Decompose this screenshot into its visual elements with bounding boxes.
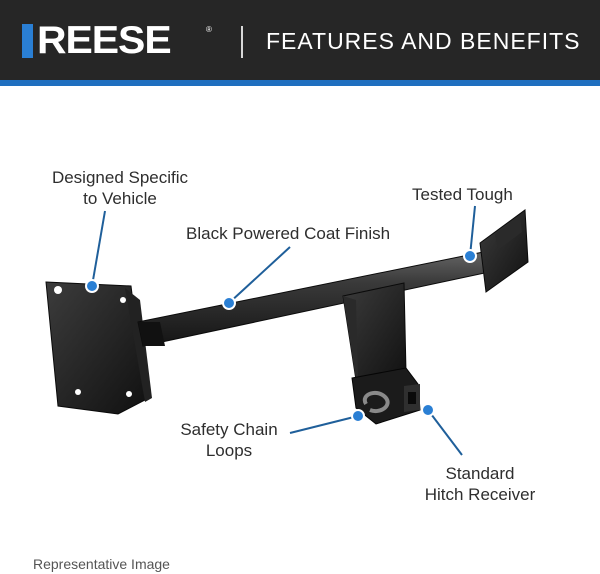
callout-dot-designed [85, 279, 99, 293]
callout-dot-finish [222, 296, 236, 310]
logo-bar-icon [22, 24, 33, 58]
callout-finish: Black Powered Coat Finish [186, 224, 391, 243]
header-title: FEATURES AND BENEFITS [266, 28, 581, 54]
callout-receiver-line2: Hitch Receiver [424, 485, 536, 504]
header-divider [241, 26, 243, 58]
callout-dot-tested [463, 249, 477, 263]
hitch-illustration [45, 205, 529, 456]
callout-chain-line1: Safety Chain [180, 420, 278, 439]
representative-image-note: Representative Image [33, 556, 170, 572]
right-mount-bracket [479, 209, 529, 293]
reese-logo: REESE [22, 21, 172, 60]
callout-tested: Tested Tough [412, 185, 513, 204]
callout-receiver-line1: Standard [445, 464, 515, 483]
registered-mark: ® [206, 25, 212, 34]
header-bar [0, 0, 600, 80]
callout-designed: Designed Specific to Vehicle [38, 167, 202, 209]
callout-chain: Safety Chain Loops [170, 419, 288, 461]
callout-designed-line2: to Vehicle [83, 189, 157, 208]
callout-receiver: Standard Hitch Receiver [414, 463, 546, 505]
safety-chain-loop [362, 390, 390, 413]
left-mount-bracket [45, 281, 146, 415]
logo-text: REESE [37, 19, 172, 62]
callout-chain-line2: Loops [205, 441, 253, 460]
callout-designed-line1: Designed Specific [51, 168, 189, 187]
header-accent-stripe [0, 80, 600, 86]
callout-dot-receiver [421, 403, 435, 417]
cross-tube [137, 247, 509, 347]
callout-dot-chain [351, 409, 365, 423]
